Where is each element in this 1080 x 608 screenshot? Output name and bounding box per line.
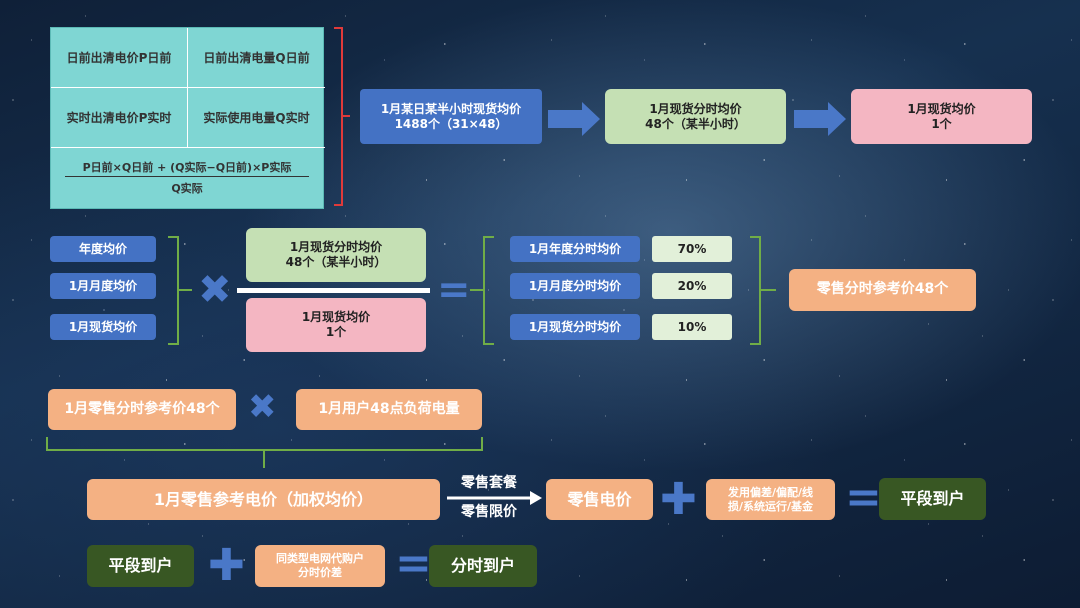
fraction-denominator-box: 1月现货均价 1个: [246, 298, 426, 352]
green-bracket-left: [168, 236, 192, 345]
green-bracket-right: [750, 236, 776, 345]
flat-delivered-price-box-row5: 平段到户: [87, 545, 194, 587]
arrow-right-2: [794, 102, 846, 136]
equals-icon-row2: =: [437, 267, 471, 313]
annual-average-box: 年度均价: [50, 236, 156, 262]
grid-agent-diff-box: 同类型电网代购户 分时价差: [255, 545, 385, 587]
user-load-48-box: 1月用户48点负荷电量: [296, 389, 482, 430]
weight-10-badge: 10%: [652, 314, 732, 340]
arrow-label-package: 零售套餐: [461, 475, 517, 492]
row1-spot-timeshare-box: 1月现货分时均价 48个（某半小时）: [605, 89, 786, 144]
division-line: [237, 288, 430, 293]
row1-box3-line2: 1个: [931, 116, 952, 131]
arrow-white-head: [530, 491, 542, 505]
arrow-label-limit: 零售限价: [461, 504, 517, 521]
green-bracket-middle: [470, 236, 494, 345]
weight-20-badge: 20%: [652, 273, 732, 299]
row1-spot-average-box: 1月现货均价 1个: [851, 89, 1032, 144]
formula-cell-p-dayahead: 日前出清电价P日前: [51, 28, 188, 88]
spot-timeshare-box: 1月现货分时均价: [510, 314, 640, 340]
multiply-icon-row2: ✖: [198, 267, 232, 313]
monthly-average-box: 1月月度均价: [50, 273, 156, 299]
flat-delivered-price-box: 平段到户: [879, 478, 986, 520]
retail-timeshare-reference-box: 零售分时参考价48个: [789, 269, 976, 311]
monthly-timeshare-box: 1月月度分时均价: [510, 273, 640, 299]
spot-average-box: 1月现货均价: [50, 314, 156, 340]
retail-reference-48-box: 1月零售分时参考价48个: [48, 389, 236, 430]
arrow-right-1: [548, 102, 600, 136]
formula-cell-q-realtime: 实际使用电量Q实时: [188, 88, 325, 148]
weight-70-badge: 70%: [652, 236, 732, 262]
fraction-denominator-line2: 1个: [325, 325, 347, 339]
row1-box2-line1: 1月现货分时均价: [649, 101, 742, 116]
row1-halfhour-price-box: 1月某日某半小时现货均价 1488个（31×48）: [360, 89, 542, 144]
formula-denominator: Q实际: [171, 182, 203, 195]
grid-agent-diff-line1: 同类型电网代购户: [276, 552, 364, 566]
equals-icon-row4: =: [845, 472, 882, 523]
plus-icon-row4: ✚: [660, 474, 697, 525]
underbrace-row3: [46, 437, 483, 468]
retail-price-box: 零售电价: [546, 479, 653, 520]
equals-icon-row5: =: [395, 538, 432, 589]
fraction-numerator-line1: 1月现货分时均价: [289, 240, 383, 254]
formula-table: 日前出清电价P日前 日前出清电量Q日前 实时出清电价P实时 实际使用电量Q实时 …: [50, 27, 325, 209]
formula-cell-p-realtime: 实时出清电价P实时: [51, 88, 188, 148]
plus-icon-row5: ✚: [208, 540, 245, 591]
cost-items-box: 发用偏差/偏配/线 损/系统运行/基金: [706, 479, 835, 520]
row1-box3-line1: 1月现货均价: [907, 101, 976, 116]
fraction-numerator-line2: 48个（某半小时）: [285, 255, 387, 269]
row1-box1-line2: 1488个（31×48）: [394, 116, 508, 131]
fraction-numerator-box: 1月现货分时均价 48个（某半小时）: [246, 228, 426, 282]
row1-box1-line1: 1月某日某半小时现货均价: [380, 101, 522, 116]
fraction-denominator-line1: 1月现货均价: [301, 310, 371, 324]
formula-numerator: P日前×Q日前 + (Q实际−Q日前)×P实际: [82, 161, 292, 174]
cost-items-line2: 损/系统运行/基金: [727, 499, 814, 513]
row1-box2-line2: 48个（某半小时）: [645, 116, 746, 131]
timeshare-delivered-price-box: 分时到户: [429, 545, 537, 587]
weighted-retail-price-box: 1月零售参考电价（加权均价）: [87, 479, 440, 520]
red-bracket: [334, 27, 350, 206]
multiply-icon-row3: ✖: [248, 387, 277, 427]
formula-fraction-line: [65, 176, 309, 177]
grid-agent-diff-line2: 分时价差: [298, 566, 342, 579]
formula-cell-q-dayahead: 日前出清电量Q日前: [188, 28, 325, 88]
annual-timeshare-box: 1月年度分时均价: [510, 236, 640, 262]
cost-items-line1: 发用偏差/偏配/线: [727, 485, 814, 499]
